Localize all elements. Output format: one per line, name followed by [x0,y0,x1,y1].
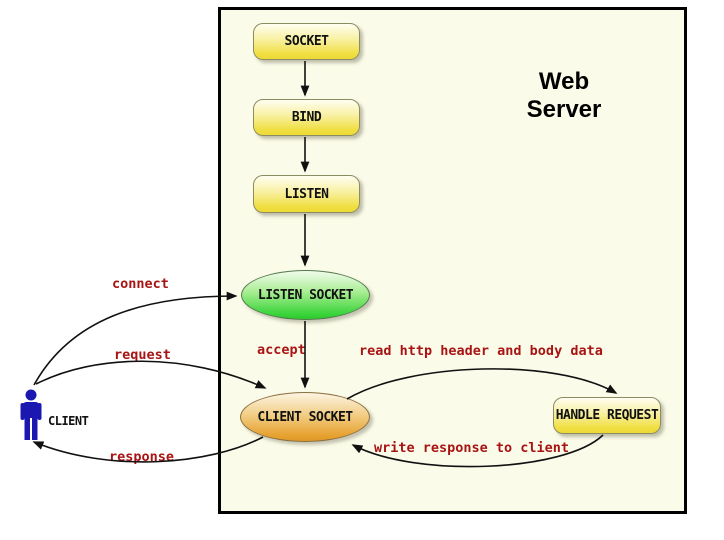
node-handle-request: HANDLE REQUEST [553,397,661,434]
node-socket: SOCKET [253,23,360,60]
client-person-icon [20,389,42,440]
edge-label-request: request [114,347,171,363]
client-label: CLIENT [48,414,89,428]
edge-label-accept: accept [257,342,306,358]
arrow-connect-client-to-listen-socket [33,291,238,386]
edge-label-response: response [109,449,175,465]
diagram-title: Web Server [526,68,602,123]
node-bind: BIND [253,99,360,136]
node-listen-socket: LISTEN SOCKET [241,270,370,320]
node-client-socket: CLIENT SOCKET [240,392,370,442]
edge-label-write-response: write response to client [374,440,570,456]
edge-label-connect: connect [112,276,169,292]
node-listen: LISTEN [253,175,360,213]
edge-label-read-http: read http header and body data [359,343,603,359]
